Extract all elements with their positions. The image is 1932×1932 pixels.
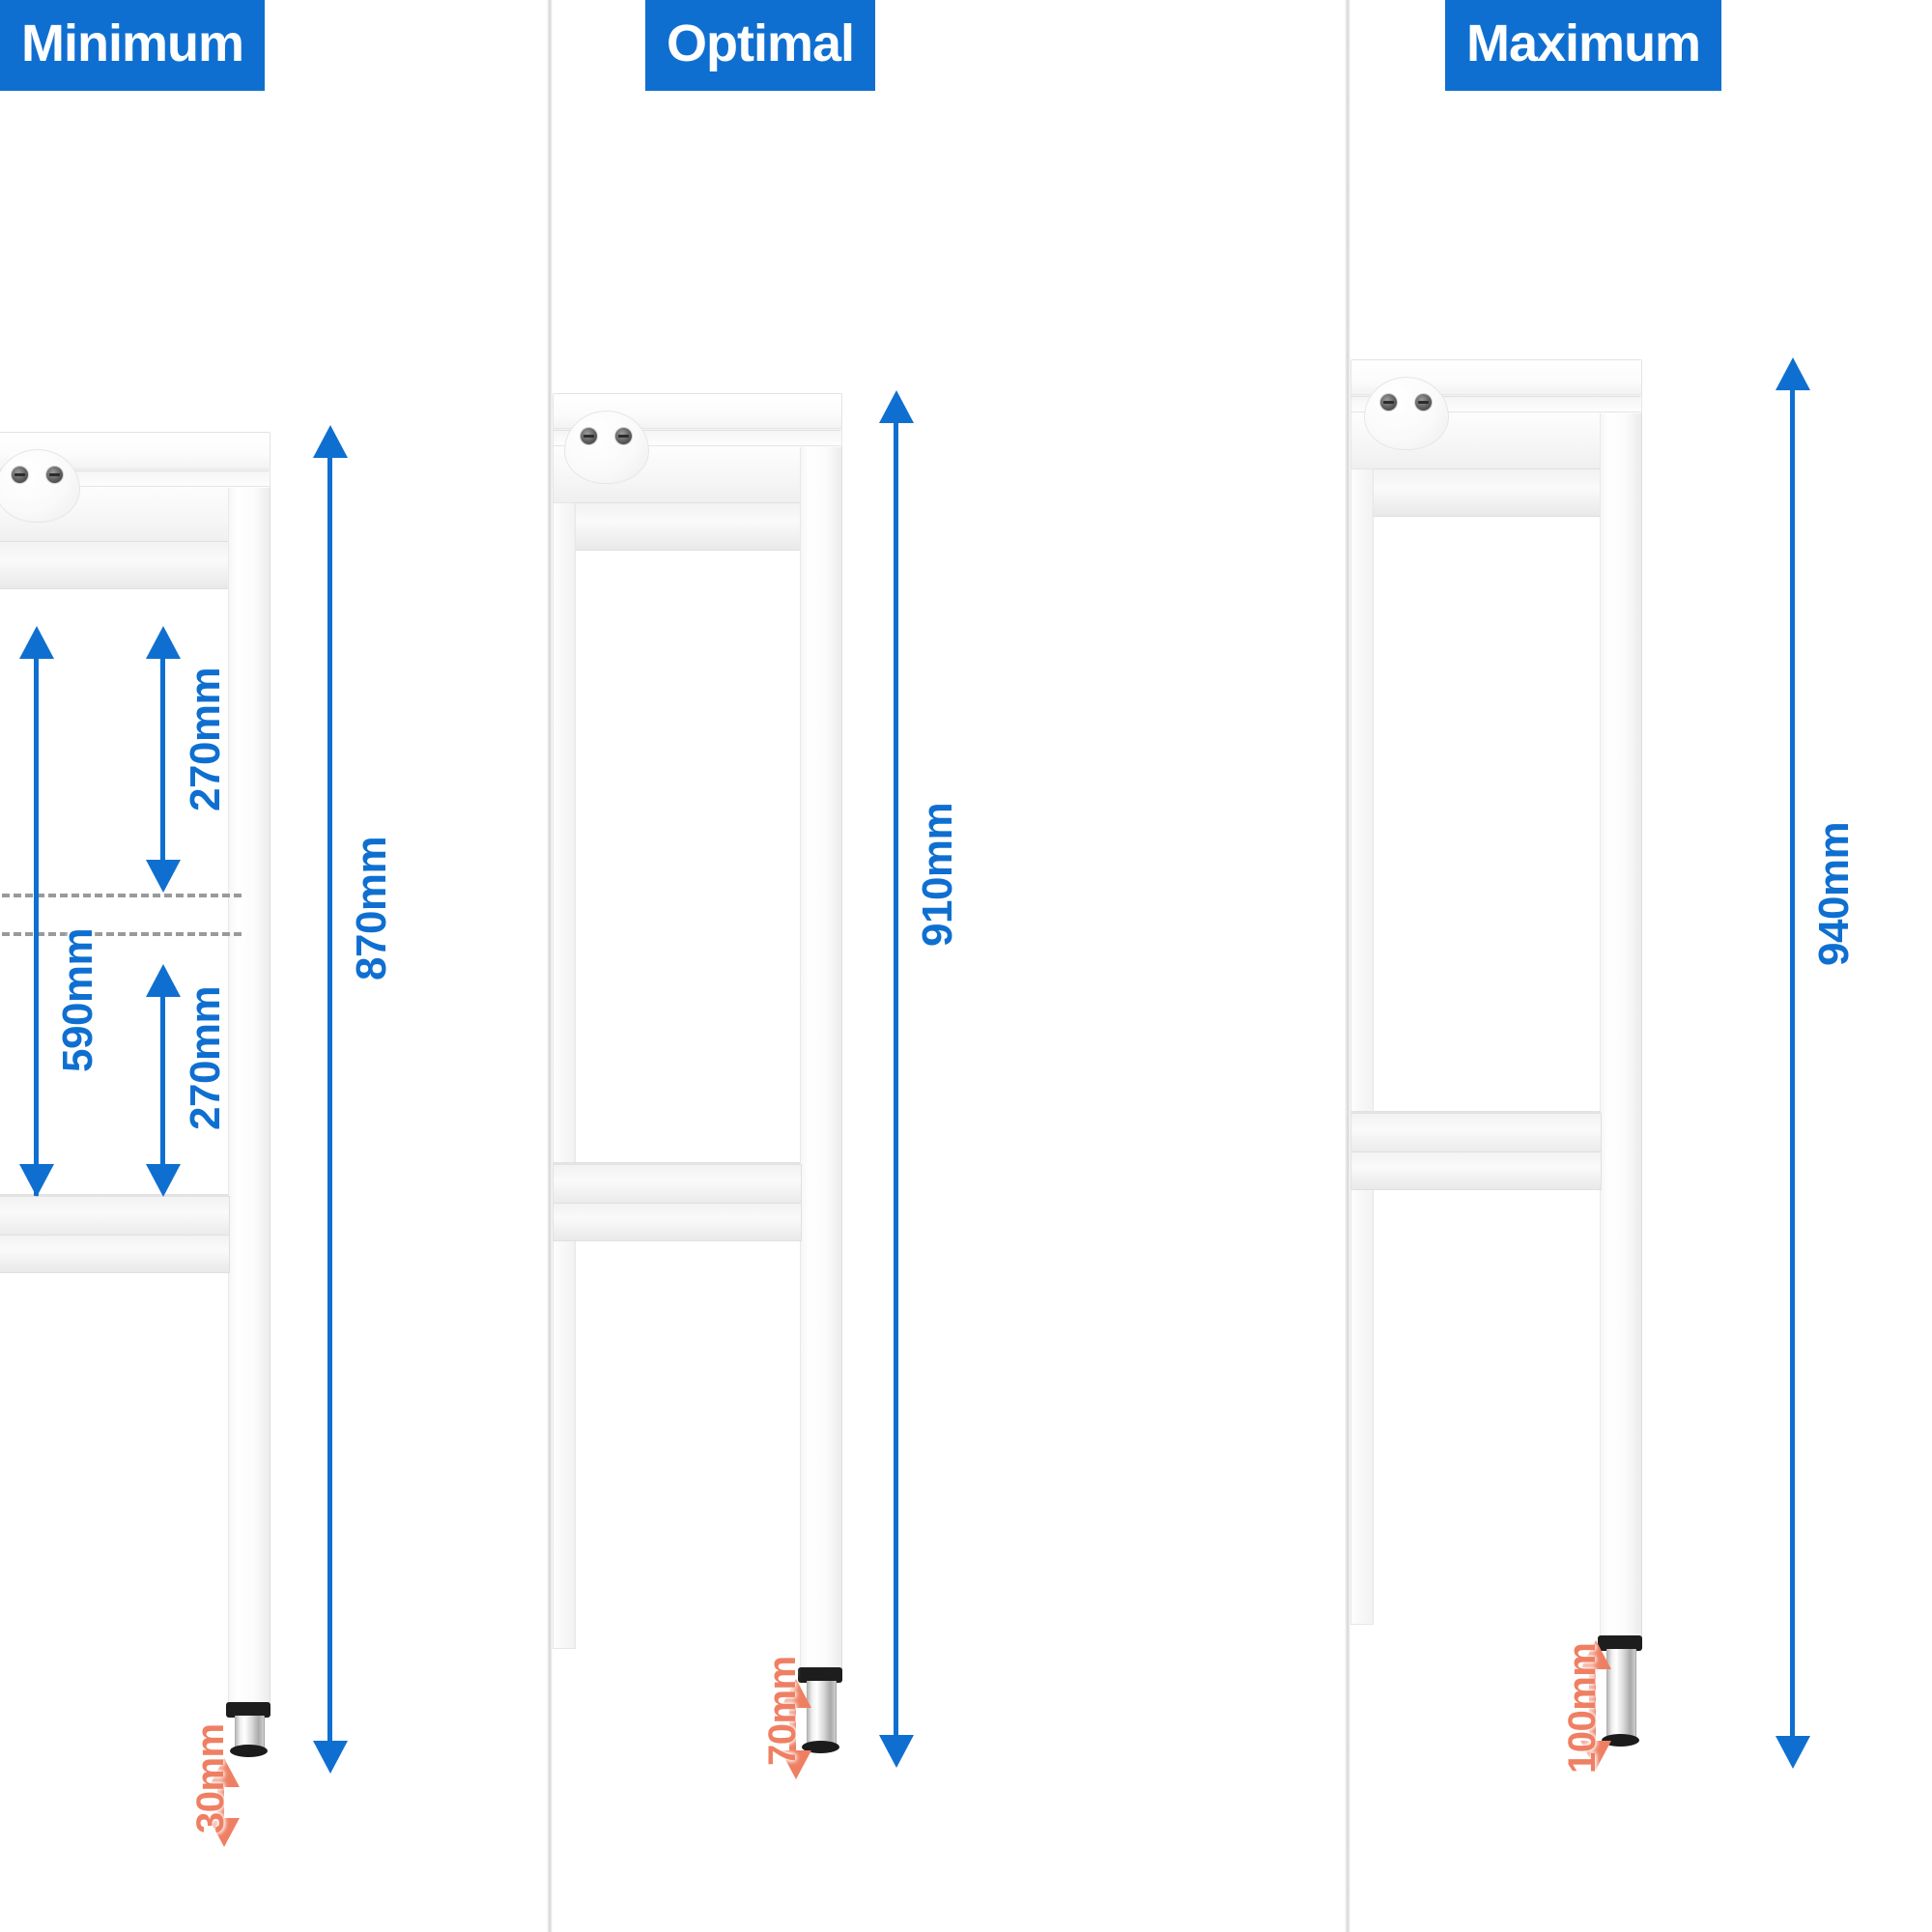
under-shelf-lip — [1350, 1151, 1602, 1190]
table-apron-line — [0, 470, 269, 471]
total-height-arrow-top — [879, 390, 914, 423]
badge-optimal: Optimal — [645, 0, 876, 91]
segment-lower-line — [160, 993, 165, 1167]
table-leg-front — [800, 447, 842, 1670]
frame-top-rail — [553, 502, 802, 551]
panel-divider-1 — [547, 0, 553, 1932]
clearance-arrow-top — [19, 626, 54, 659]
table-apron-line — [1350, 396, 1640, 397]
bracket-screw-left — [1380, 394, 1397, 411]
total-height-label: 910mm — [914, 802, 961, 947]
under-shelf-edge — [0, 1194, 228, 1197]
total-height-arrow-bottom — [1776, 1736, 1810, 1769]
total-height-arrow-bottom — [313, 1741, 348, 1774]
segment-lower-arrow-top — [146, 964, 181, 997]
foot-tube — [1606, 1649, 1636, 1738]
segment-upper-line — [160, 655, 165, 863]
segment-upper-label: 270mm — [182, 667, 229, 811]
foot-line — [217, 1785, 224, 1820]
table-leg-front — [228, 488, 270, 1705]
leg-mount-bracket — [1364, 377, 1449, 450]
badge-minimum: Minimum — [0, 0, 265, 91]
under-shelf-lip — [553, 1203, 802, 1241]
total-height-arrow-bottom — [879, 1735, 914, 1768]
foot-label: 70mm — [761, 1656, 804, 1766]
table-leg-rear — [553, 502, 576, 1649]
under-shelf — [553, 1164, 802, 1207]
segment-upper-arrow-top — [146, 626, 181, 659]
bracket-screw-right — [615, 428, 632, 444]
foot-line — [789, 1706, 796, 1752]
total-height-label: 870mm — [348, 836, 395, 980]
foot-pad — [802, 1741, 839, 1753]
reference-line-upper — [0, 894, 242, 897]
foot-arrow-bottom — [781, 1750, 811, 1779]
foot-collar — [226, 1702, 270, 1718]
foot-label: 100mm — [1561, 1642, 1604, 1774]
clearance-line — [34, 655, 39, 1196]
table-leg-rear — [1350, 469, 1374, 1625]
under-shelf-lip — [0, 1235, 230, 1273]
table-leg-front — [1600, 413, 1642, 1638]
foot-label: 30mm — [189, 1723, 232, 1833]
panel-divider-2 — [1345, 0, 1350, 1932]
bracket-screw-right — [46, 467, 63, 483]
total-height-label: 940mm — [1810, 821, 1858, 966]
segment-lower-label: 270mm — [182, 985, 229, 1130]
frame-top-rail — [1350, 469, 1602, 517]
foot-arrow-top — [209, 1758, 240, 1787]
badge-maximum: Maximum — [1445, 0, 1722, 91]
under-shelf-edge — [1350, 1111, 1600, 1114]
under-shelf — [1350, 1113, 1602, 1155]
segment-upper-arrow-bottom — [146, 860, 181, 893]
foot-tube — [235, 1716, 265, 1748]
bracket-screw-right — [1415, 394, 1432, 411]
total-height-line — [894, 419, 898, 1738]
foot-line — [1589, 1667, 1596, 1743]
total-height-arrow-top — [313, 425, 348, 458]
total-height-arrow-top — [1776, 357, 1810, 390]
leg-mount-bracket — [0, 449, 80, 523]
foot-arrow-top — [781, 1679, 811, 1708]
total-height-line — [1790, 386, 1795, 1739]
under-shelf — [0, 1196, 230, 1238]
under-shelf-edge — [553, 1162, 800, 1165]
panel-minimum: Minimum 590mm 270m — [0, 0, 547, 1932]
foot-pad — [230, 1745, 268, 1757]
segment-lower-arrow-bottom — [146, 1164, 181, 1197]
clearance-label: 590mm — [54, 927, 101, 1072]
foot-arrow-bottom — [209, 1818, 240, 1847]
table-apron-line — [553, 430, 840, 431]
bracket-screw-left — [12, 467, 28, 483]
leg-mount-bracket — [564, 411, 649, 484]
total-height-line — [327, 454, 332, 1744]
panel-optimal: Optimal 910mm 70mm — [553, 0, 1345, 1932]
bracket-screw-left — [581, 428, 597, 444]
foot-arrow-bottom — [1580, 1741, 1611, 1770]
panel-maximum: Maximum 940mm 100mm — [1350, 0, 1932, 1932]
frame-top-rail — [0, 541, 230, 589]
clearance-arrow-bottom — [19, 1164, 54, 1197]
foot-arrow-top — [1580, 1640, 1611, 1669]
foot-tube — [807, 1681, 837, 1745]
reference-line-lower — [0, 932, 242, 936]
